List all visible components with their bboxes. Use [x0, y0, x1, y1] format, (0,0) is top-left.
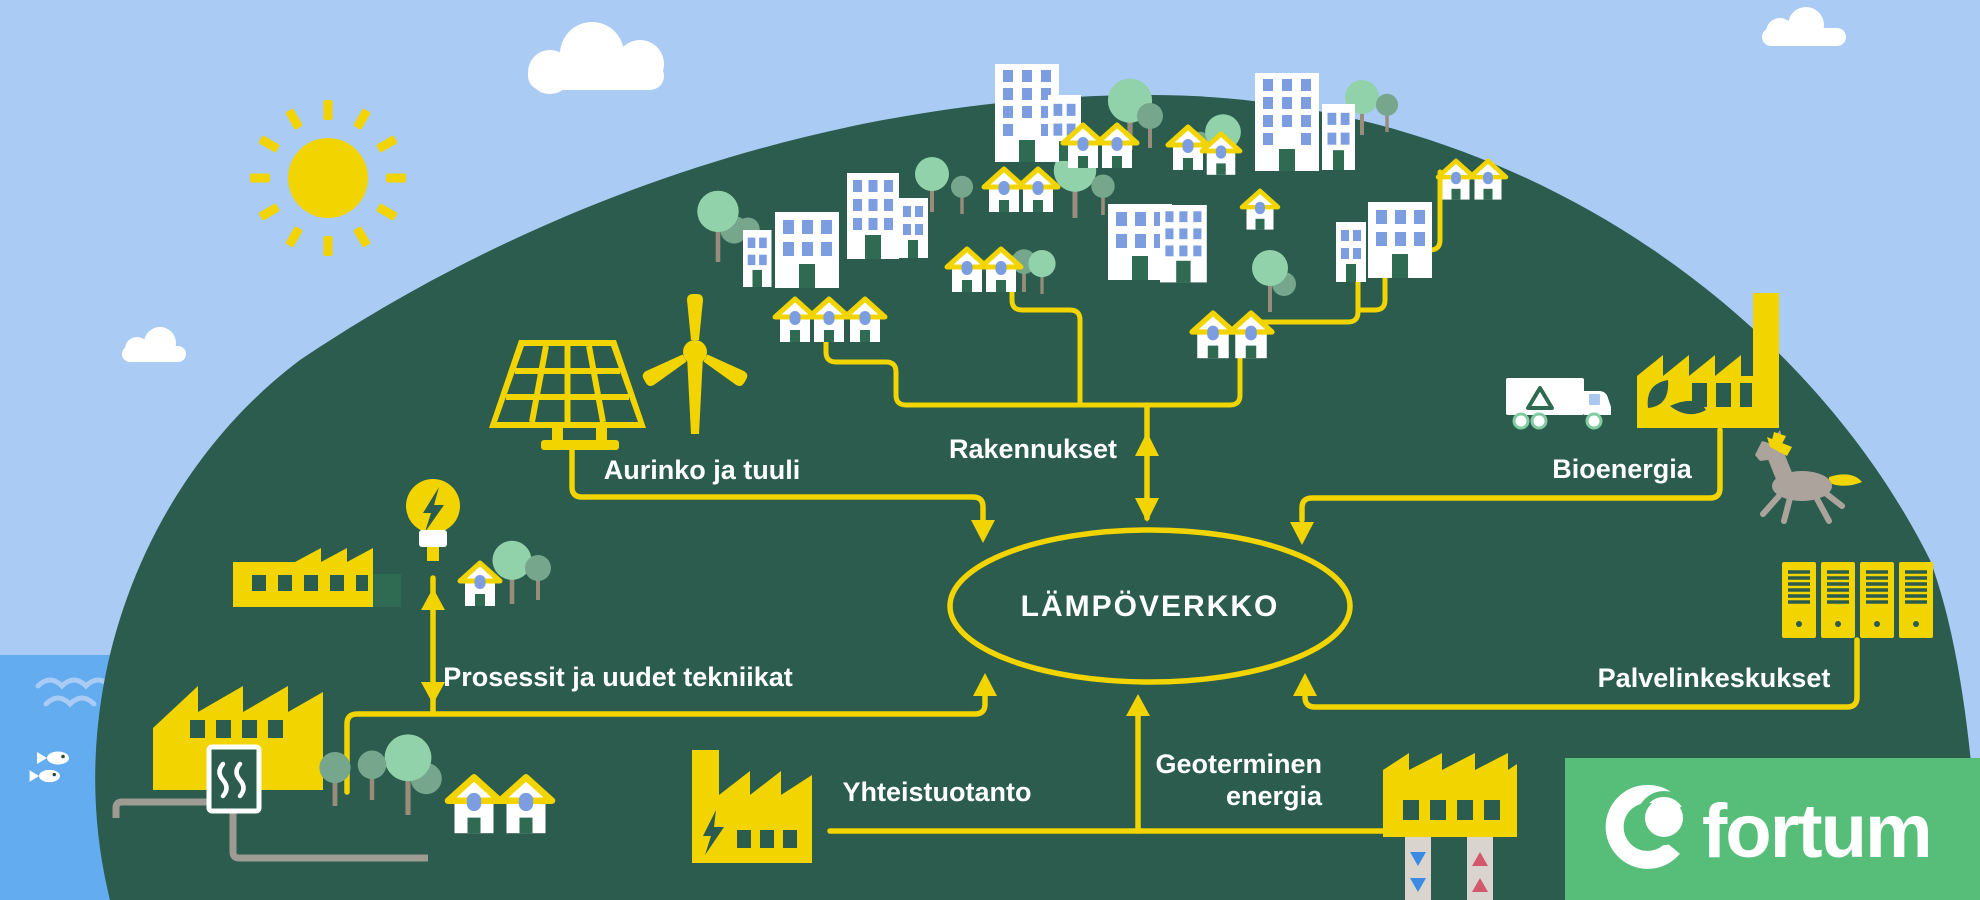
- cold-down-arrow: [1410, 852, 1426, 866]
- waves-icon: [43, 695, 97, 708]
- label-bioenergia: Bioenergia: [1552, 454, 1693, 484]
- water-pipe: [229, 811, 428, 862]
- label-geoterminen-line1: Geoterminen: [1155, 749, 1322, 779]
- building: [1368, 202, 1432, 278]
- waste-heat-factory-icon: [233, 548, 401, 607]
- heat-network-hub: [947, 527, 1353, 685]
- hot-up-arrow: [1472, 852, 1488, 866]
- geothermal-plant-icon: [1383, 753, 1517, 900]
- sun-icon: [250, 100, 406, 256]
- building: [1160, 205, 1207, 283]
- building: [1322, 104, 1355, 170]
- horse-tail: [1829, 474, 1862, 486]
- waves-icon: [35, 677, 113, 690]
- horse-icon: [1755, 430, 1862, 524]
- chp-plant-icon: [692, 750, 812, 863]
- sea-heat-factory-icon: [112, 686, 428, 862]
- light-bulb-icon: [406, 479, 460, 561]
- label-yhteistuotanto: Yhteistuotanto: [843, 777, 1032, 807]
- heat-network-connectors: [344, 402, 1860, 834]
- heat-exchanger-icon: [206, 744, 262, 814]
- label-geoterminen-line2: energia: [1226, 781, 1323, 811]
- recycling-truck-icon: [1506, 378, 1611, 430]
- label-rakennukset: Rakennukset: [949, 434, 1117, 464]
- label-aurinko-ja-tuuli: Aurinko ja tuuli: [604, 455, 801, 485]
- label-prosessit: Prosessit ja uudet tekniikat: [443, 662, 793, 692]
- cloud-small-icon: [122, 327, 186, 362]
- building: [1255, 73, 1319, 171]
- fortum-swirl-icon: [1605, 784, 1691, 869]
- building: [847, 173, 899, 259]
- fish-icon: [37, 751, 69, 765]
- horse-mane: [1772, 432, 1786, 444]
- solar-panel-icon: [489, 340, 646, 450]
- fortum-logo-panel: fortum: [1565, 758, 1980, 900]
- hot-up-arrow: [1472, 878, 1488, 892]
- building: [1336, 222, 1366, 282]
- hub-label: LÄMPÖVERKKO: [1021, 590, 1280, 623]
- hill: [95, 95, 1980, 900]
- fortum-wordmark: fortum: [1702, 789, 1931, 874]
- horse-mane: [1767, 437, 1792, 456]
- server-racks-icon: [1782, 562, 1933, 638]
- cold-down-arrow: [1410, 878, 1426, 892]
- wind-turbine-icon: [642, 294, 748, 434]
- cloud-icon: [528, 22, 664, 94]
- building: [898, 198, 928, 258]
- building: [743, 230, 772, 287]
- cloud-right-icon: [1762, 7, 1846, 46]
- water-pipe: [112, 798, 209, 818]
- label-palvelinkeskukset: Palvelinkeskukset: [1598, 663, 1831, 693]
- building: [775, 212, 839, 288]
- fish-icon: [29, 769, 60, 783]
- biomass-factory-icon: [1637, 293, 1779, 428]
